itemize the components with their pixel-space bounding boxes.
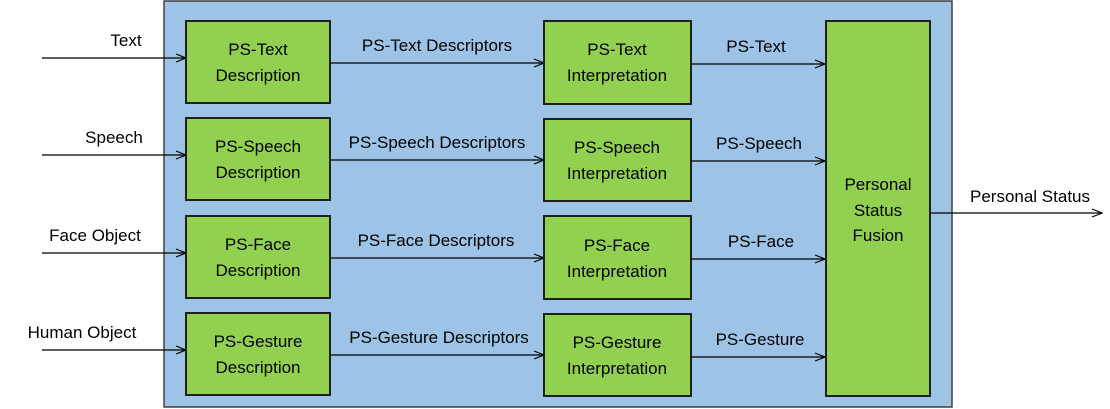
input-label-human: Human Object xyxy=(28,323,137,342)
descriptor-label-face: PS-Face Descriptors xyxy=(358,231,515,250)
ps-speech-interpretation-label: Interpretation xyxy=(567,164,667,183)
ps-speech-interpretation-label: PS-Speech xyxy=(574,138,660,157)
ps-text-description-label: Description xyxy=(215,66,300,85)
fusion-label: Status xyxy=(854,201,902,220)
input-label-speech: Speech xyxy=(85,128,143,147)
ps-speech-description-label: Description xyxy=(215,163,300,182)
ps-face-description-label: PS-Face xyxy=(225,235,291,254)
output-label-gesture: PS-Gesture xyxy=(716,330,805,349)
ps-text-interpretation-label: Interpretation xyxy=(567,66,667,85)
ps-face-interpretation-box[interactable] xyxy=(543,215,692,300)
ps-text-interpretation-label: PS-Text xyxy=(587,40,647,59)
fusion-label: Personal xyxy=(844,175,911,194)
input-label-text: Text xyxy=(110,31,141,50)
ps-face-description-box[interactable] xyxy=(185,215,331,299)
output-label-face: PS-Face xyxy=(728,232,794,251)
ps-gesture-interpretation-box[interactable] xyxy=(543,313,692,397)
ps-face-interpretation-label: Interpretation xyxy=(567,262,667,281)
ps-text-description-label: PS-Text xyxy=(228,40,288,59)
ps-gesture-interpretation-label: Interpretation xyxy=(567,359,667,378)
final-output-label: Personal Status xyxy=(970,187,1090,206)
personal-status-fusion-box[interactable] xyxy=(825,20,931,397)
output-label-speech: PS-Speech xyxy=(716,134,802,153)
input-label-face: Face Object xyxy=(49,226,141,245)
ps-speech-interpretation-box[interactable] xyxy=(543,118,692,202)
ps-face-description-label: Description xyxy=(215,261,300,280)
ps-speech-description-box[interactable] xyxy=(185,117,331,201)
descriptor-label-gesture: PS-Gesture Descriptors xyxy=(349,328,529,347)
descriptor-label-speech: PS-Speech Descriptors xyxy=(349,133,526,152)
ps-text-interpretation-box[interactable] xyxy=(543,20,692,105)
ps-gesture-description-box[interactable] xyxy=(185,312,331,396)
fusion-label: Fusion xyxy=(852,226,903,245)
output-label-text: PS-Text xyxy=(726,37,786,56)
ps-gesture-interpretation-label: PS-Gesture xyxy=(573,333,662,352)
ps-gesture-description-label: PS-Gesture xyxy=(214,332,303,351)
ps-gesture-description-label: Description xyxy=(215,358,300,377)
descriptor-label-text: PS-Text Descriptors xyxy=(362,36,512,55)
ps-face-interpretation-label: PS-Face xyxy=(584,236,650,255)
ps-text-description-box[interactable] xyxy=(185,20,331,104)
ps-speech-description-label: PS-Speech xyxy=(215,137,301,156)
